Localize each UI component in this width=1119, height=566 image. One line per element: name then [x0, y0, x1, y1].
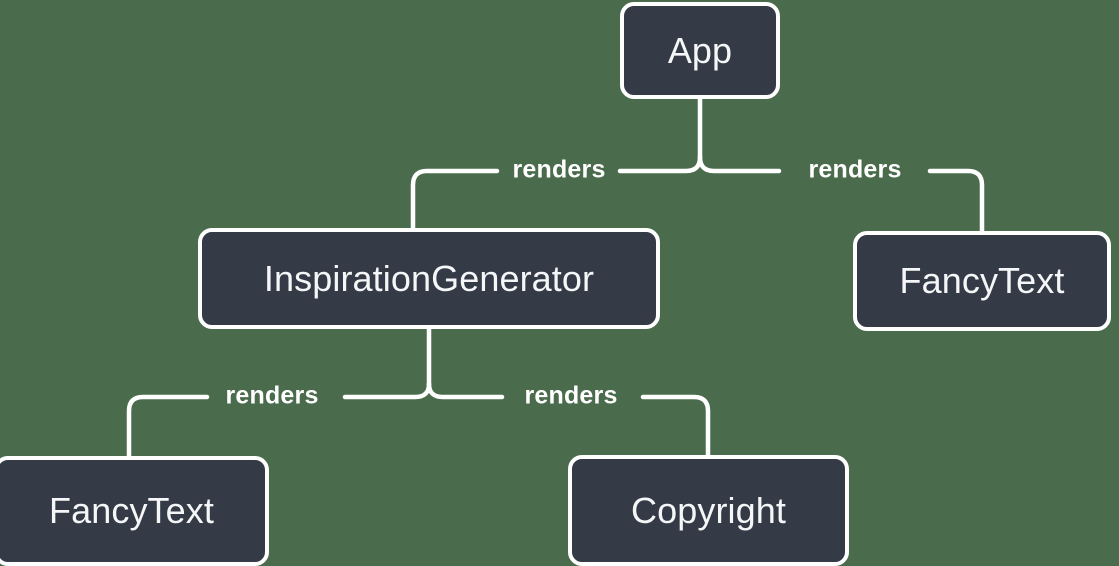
node-inspiration-generator-label: InspirationGenerator [263, 257, 595, 299]
node-inspiration-generator[interactable]: InspirationGenerator [198, 228, 660, 329]
node-app[interactable]: App [620, 2, 780, 99]
edge-app-to-inspiration-tail [410, 168, 500, 231]
node-copyright-label: Copyright [631, 489, 786, 531]
node-fancytext-right[interactable]: FancyText [853, 231, 1111, 331]
edge-app-to-fancytext-right-tail [927, 168, 985, 234]
edge-inspiration-to-fancytext-bottom-tail [126, 394, 210, 459]
edge-app-to-fancytext-right [697, 154, 782, 174]
node-fancytext-bottom[interactable]: FancyText [0, 456, 269, 566]
node-fancytext-bottom-label: FancyText [49, 490, 214, 531]
edge-inspiration-to-copyright-tail [640, 394, 711, 458]
node-fancytext-right-label: FancyText [899, 260, 1065, 301]
edge-label-app-to-fancytext-right: renders [808, 155, 902, 184]
edge-inspiration-to-copyright [426, 381, 505, 400]
node-app-label: App [667, 29, 733, 71]
edge-label-app-to-inspiration: renders [512, 155, 606, 184]
edge-label-inspiration-to-copyright: renders [524, 381, 618, 410]
edge-label-inspiration-to-fancytext-bottom: renders [225, 381, 319, 410]
node-copyright[interactable]: Copyright [568, 455, 849, 566]
edge-inspiration-to-fancytext-bottom [342, 381, 432, 400]
edge-app-to-inspiration [617, 154, 703, 174]
